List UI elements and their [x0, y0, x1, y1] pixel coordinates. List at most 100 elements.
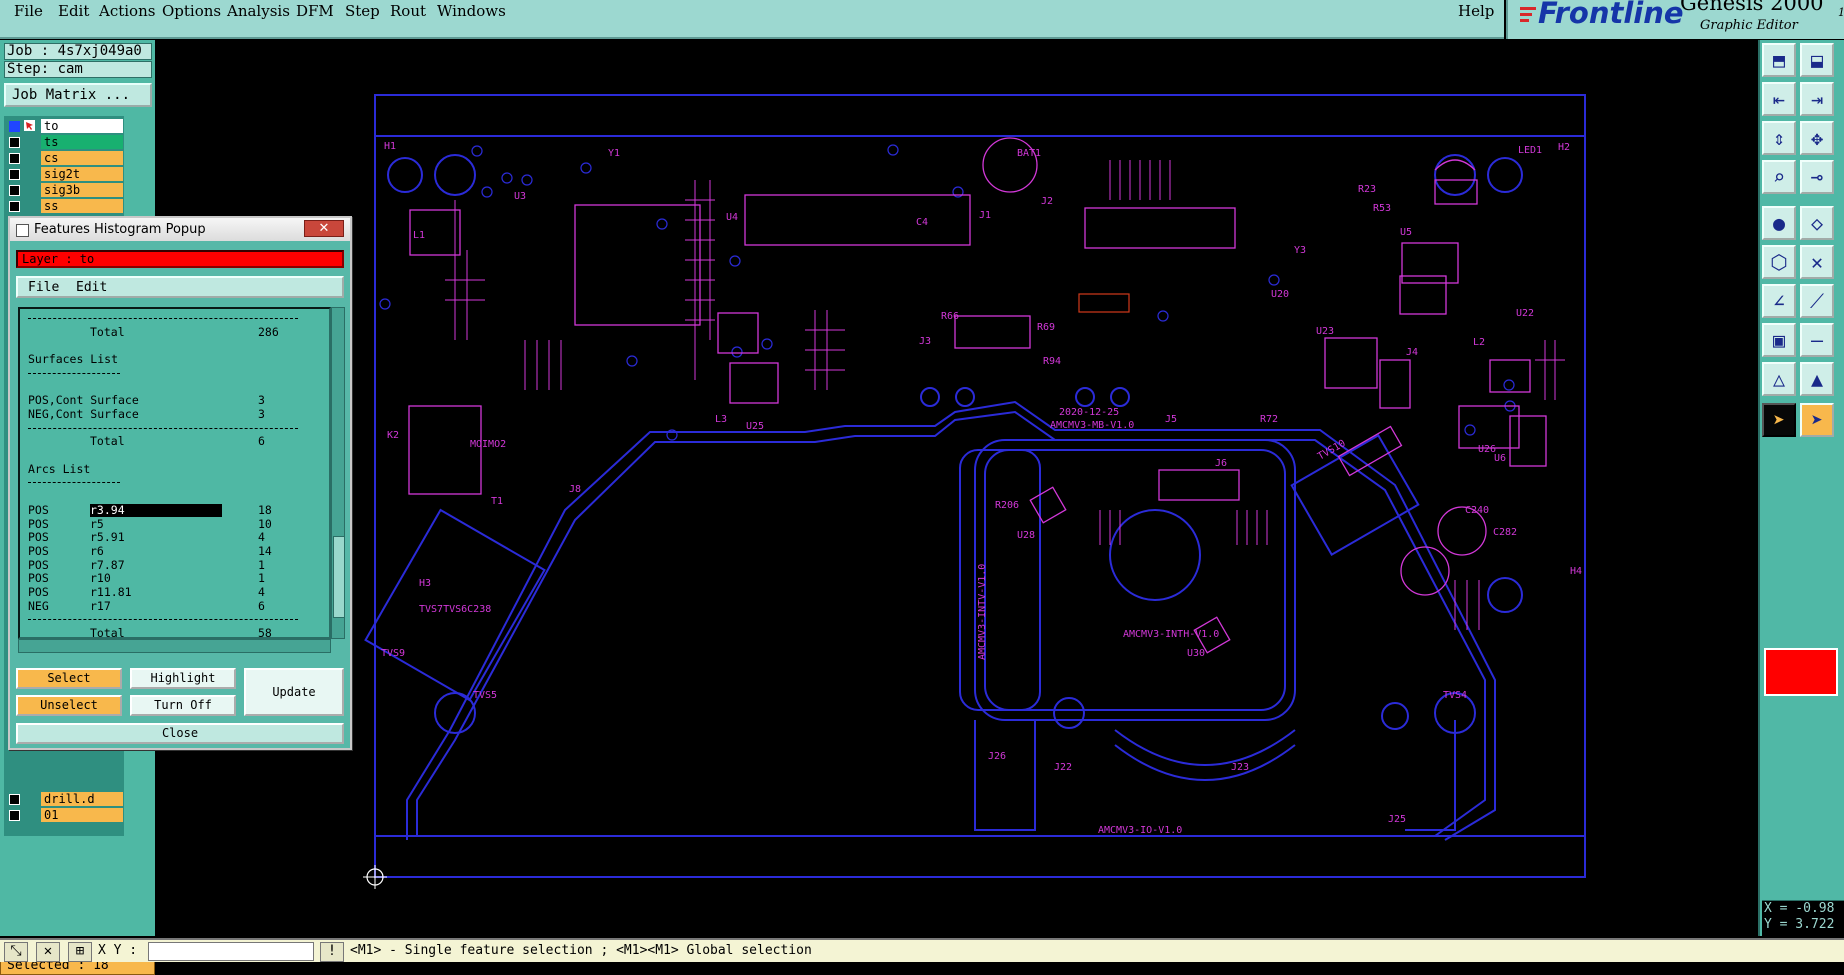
layer-row-01[interactable]: 01 [4, 808, 124, 823]
menu-edit[interactable]: Edit [58, 2, 90, 20]
menu-rout[interactable]: Rout [390, 2, 427, 20]
add-polygon-icon[interactable]: ⬡ [1762, 245, 1796, 279]
cancel-tool-icon[interactable]: ✕ [36, 942, 60, 962]
select-pointer-icon[interactable]: ➤ [1762, 403, 1796, 437]
select-region-icon[interactable]: ▣ [1762, 323, 1796, 357]
svg-text:L3: L3 [715, 414, 727, 425]
highlight-button[interactable]: Highlight [130, 668, 236, 689]
select-button[interactable]: Select [16, 668, 122, 689]
close-button[interactable]: Close [16, 723, 344, 744]
vertical-scrollbar[interactable] [331, 307, 345, 639]
svg-text:J8: J8 [569, 484, 581, 495]
layer-name[interactable]: ss [41, 199, 123, 213]
update-button[interactable]: Update [244, 668, 344, 716]
info-icon[interactable]: ! [320, 942, 344, 962]
histogram-cell-c: 58 [258, 626, 272, 639]
separator-line [28, 482, 120, 484]
layer-name[interactable]: cs [41, 151, 123, 165]
zoom-vertical-icon[interactable]: ⇕ [1762, 121, 1796, 155]
svg-text:H4: H4 [1570, 566, 1582, 577]
zoom-fit-bottom-icon[interactable]: ⬓ [1800, 43, 1834, 77]
svg-text:J5: J5 [1165, 414, 1177, 425]
menu-step[interactable]: Step [345, 2, 380, 20]
layer-row-sig3b[interactable]: sig3b [4, 183, 124, 198]
menu-actions[interactable]: Actions [99, 2, 156, 20]
measure-icon[interactable]: ⌕ [1762, 160, 1796, 194]
layer-checkbox[interactable] [9, 153, 20, 164]
svg-text:K2: K2 [387, 430, 399, 441]
cross-icon[interactable]: ✕ [1800, 245, 1834, 279]
turn-off-button[interactable]: Turn Off [130, 695, 236, 716]
menu-windows[interactable]: Windows [437, 2, 506, 20]
menu-options[interactable]: Options [162, 2, 222, 20]
svg-text:R69: R69 [1037, 322, 1055, 333]
horizontal-scrollbar[interactable] [18, 639, 331, 653]
popup-title-bar[interactable]: Features Histogram Popup ✕ [10, 218, 350, 241]
product-subtitle: Graphic Editor [1700, 18, 1798, 33]
layer-row-cs[interactable]: cs [4, 151, 124, 166]
layer-checkbox[interactable] [9, 201, 20, 212]
layer-checkbox[interactable] [9, 794, 20, 805]
svg-text:U20: U20 [1271, 289, 1289, 300]
job-matrix-button[interactable]: Job Matrix ... [4, 83, 152, 107]
close-icon[interactable]: ✕ [304, 220, 344, 237]
histogram-cell-b: Total [90, 434, 125, 449]
popup-menu-file[interactable]: File [28, 280, 60, 295]
triangle-icon[interactable]: △ [1762, 362, 1796, 396]
layer-row-ss[interactable]: ss [4, 199, 124, 214]
menu-file[interactable]: File [14, 2, 43, 20]
layer-name[interactable]: sig2t [41, 167, 123, 181]
pcb-canvas[interactable]: 2020-12-25 AMCMV3-MB-V1.0 AMCMV3-INTH-V1… [155, 40, 1755, 936]
layer-checkbox[interactable] [9, 121, 20, 132]
snap-icon[interactable]: ⊸ [1800, 160, 1834, 194]
svg-text:TVS4: TVS4 [1443, 690, 1467, 701]
layer-row-drill[interactable]: drill.d [4, 792, 124, 807]
unselect-button[interactable]: Unselect [16, 695, 122, 716]
layer-name[interactable]: sig3b [41, 183, 123, 197]
layer-name[interactable]: to [41, 119, 123, 133]
horizontal-line-icon[interactable]: — [1800, 323, 1834, 357]
layer-checkbox[interactable] [9, 185, 20, 196]
histogram-cell-b: Total [90, 626, 125, 639]
pan-left-icon[interactable]: ⇤ [1762, 82, 1796, 116]
menu-help[interactable]: Help [1458, 2, 1495, 20]
layer-name[interactable]: ts [41, 135, 123, 149]
board-outline [364, 94, 1586, 878]
scroll-thumb[interactable] [333, 536, 345, 618]
layer-name[interactable]: drill.d [41, 792, 123, 806]
layer-row-sig2t[interactable]: sig2t [4, 167, 124, 182]
draw-line-icon[interactable]: ⟋ [1800, 284, 1834, 318]
layer-checkbox[interactable] [9, 810, 20, 821]
menu-dfm[interactable]: DFM [296, 2, 334, 20]
xy-input[interactable] [148, 942, 314, 961]
histogram-cell-c: 10 [258, 516, 272, 531]
layer-name[interactable]: 01 [41, 808, 123, 822]
board-label-inth: AMCMV3-INTH-V1.0 [1123, 629, 1219, 640]
svg-text:T1: T1 [491, 496, 503, 507]
zoom-fit-top-icon[interactable]: ⬒ [1762, 43, 1796, 77]
add-shape-icon[interactable]: ◇ [1800, 206, 1834, 240]
layer-row-ts[interactable]: ts [4, 135, 124, 150]
layer-checkbox[interactable] [9, 137, 20, 148]
zoom-tool-icon[interactable]: ⤡ [4, 942, 28, 962]
popup-menu-bar: File Edit [16, 276, 344, 298]
pan-right-icon[interactable]: ⇥ [1800, 82, 1834, 116]
svg-text:R206: R206 [995, 500, 1019, 511]
histogram-cell-c: 14 [258, 543, 272, 558]
xy-label: X Y : [98, 943, 138, 958]
add-pad-icon[interactable]: ● [1762, 206, 1796, 240]
layer-checkbox[interactable] [9, 169, 20, 180]
separator-line [28, 427, 298, 429]
popup-menu-edit[interactable]: Edit [76, 280, 108, 295]
triangle-filled-icon[interactable]: ▲ [1800, 362, 1834, 396]
add-line-icon[interactable]: ∠ [1762, 284, 1796, 318]
pointer-mode-icon[interactable]: ➤ [1800, 403, 1834, 437]
svg-text:R66: R66 [941, 311, 959, 322]
grid-tool-icon[interactable]: ⊞ [68, 942, 92, 962]
y-coordinate: Y = 3.722 [1764, 917, 1835, 932]
zoom-all-icon[interactable]: ✥ [1800, 121, 1834, 155]
color-swatch[interactable] [1764, 648, 1838, 696]
layer-row-to[interactable]: to [4, 119, 124, 134]
menu-analysis[interactable]: Analysis [227, 2, 290, 20]
